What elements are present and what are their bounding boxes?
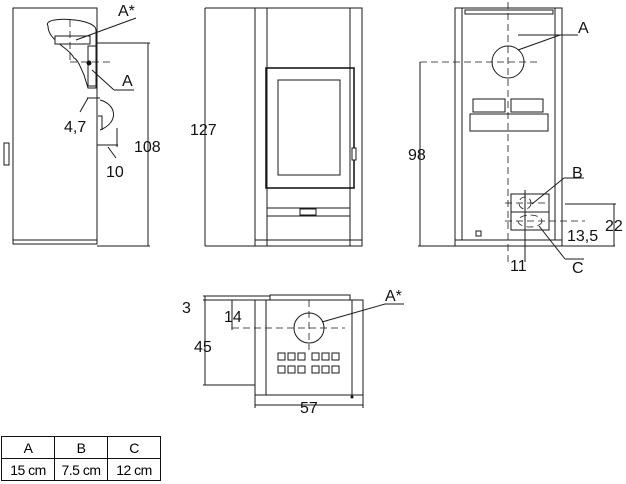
label-c: C — [572, 260, 584, 277]
value-b: 7.5 cm — [54, 458, 108, 481]
dim-height: 98 — [408, 147, 426, 164]
dim-14: 14 — [224, 309, 242, 326]
dim-22: 22 — [605, 218, 623, 235]
top-view: 3 14 45 57 A* — [182, 288, 404, 417]
connection-size-table: A B C 15 cm 7.5 cm 12 cm — [1, 436, 161, 481]
front-view: 127 — [190, 7, 363, 247]
dim-depth: 10 — [106, 164, 124, 181]
label-a-star: A* — [385, 288, 402, 305]
back-view: A B C 98 22 13,5 11 — [408, 2, 623, 277]
table-row: 15 cm 7.5 cm 12 cm — [1, 458, 161, 481]
vent-grid — [277, 352, 340, 374]
header-b: B — [54, 436, 108, 459]
dim-13-5: 13,5 — [567, 228, 598, 245]
dim-45: 45 — [194, 339, 212, 356]
label-a-star: A* — [118, 3, 135, 20]
label-a: A — [578, 20, 589, 37]
dim-57: 57 — [300, 400, 318, 417]
dim-height: 108 — [134, 139, 161, 156]
header-a: A — [1, 436, 55, 459]
label-b: B — [572, 165, 583, 182]
table-header-row: A B C — [1, 436, 161, 459]
dim-height: 127 — [190, 122, 217, 139]
dim-11: 11 — [510, 258, 527, 275]
dim-3: 3 — [182, 300, 191, 317]
value-c: 12 cm — [107, 458, 161, 481]
door-handle — [3, 142, 10, 166]
side-view: A* A 4,7 10 108 — [3, 3, 161, 247]
header-c: C — [107, 436, 161, 459]
value-a: 15 cm — [1, 458, 55, 481]
label-a: A — [122, 73, 133, 90]
dim-offset: 4,7 — [64, 119, 86, 136]
